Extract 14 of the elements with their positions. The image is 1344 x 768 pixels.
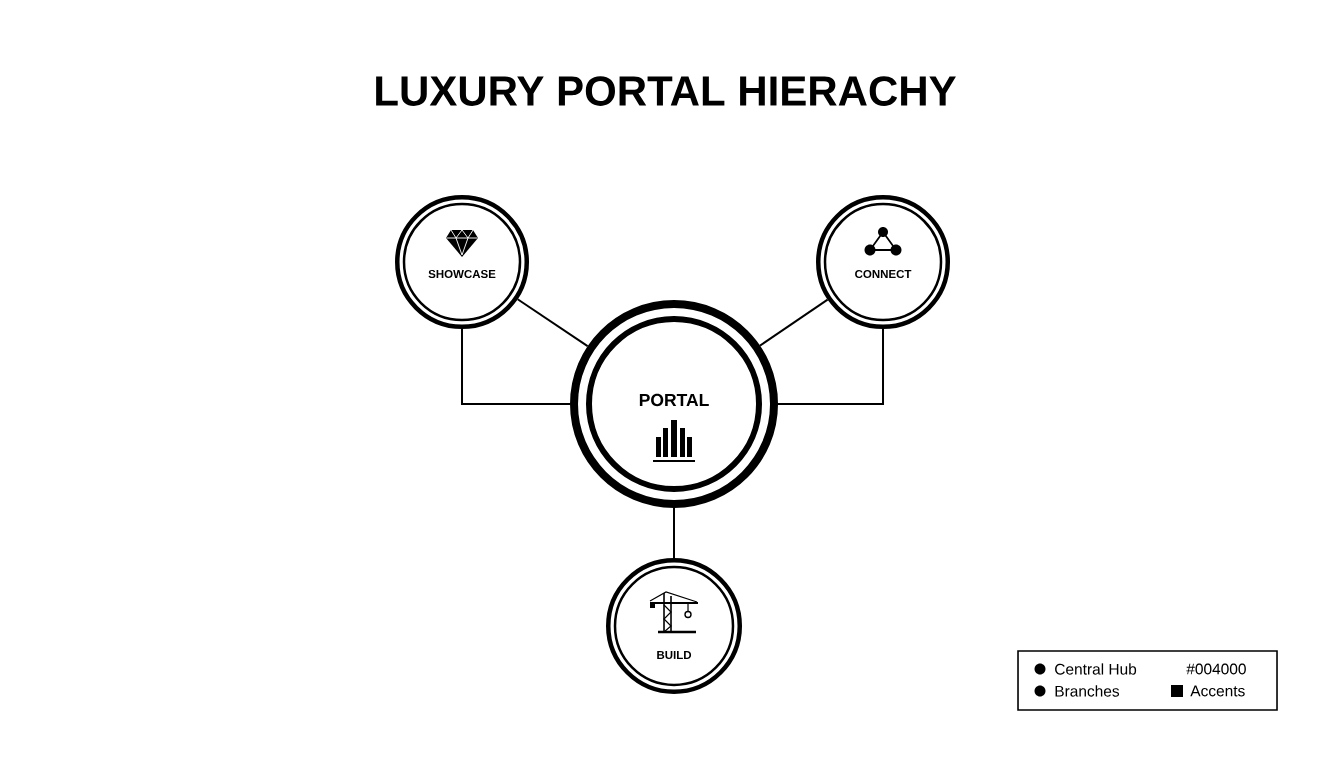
- connector-line: [516, 298, 589, 348]
- circle-node: BUILD: [606, 558, 742, 694]
- connector-line: [673, 507, 675, 559]
- legend-code: #004000: [1186, 663, 1246, 675]
- title: LUXURY PORTAL HIERACHY: [376, 76, 956, 106]
- legend-label: Accents: [1190, 685, 1245, 697]
- legend-label: Branches: [1055, 685, 1120, 697]
- circle-node: SHOWCASE: [395, 195, 529, 329]
- circle-node: CONNECT: [816, 195, 950, 329]
- connector-line: [461, 328, 571, 405]
- legend-label: Central Hub: [1055, 663, 1137, 675]
- connector-line: [759, 298, 829, 347]
- circle-node: PORTAL: [570, 300, 778, 508]
- connector-line: [777, 328, 884, 405]
